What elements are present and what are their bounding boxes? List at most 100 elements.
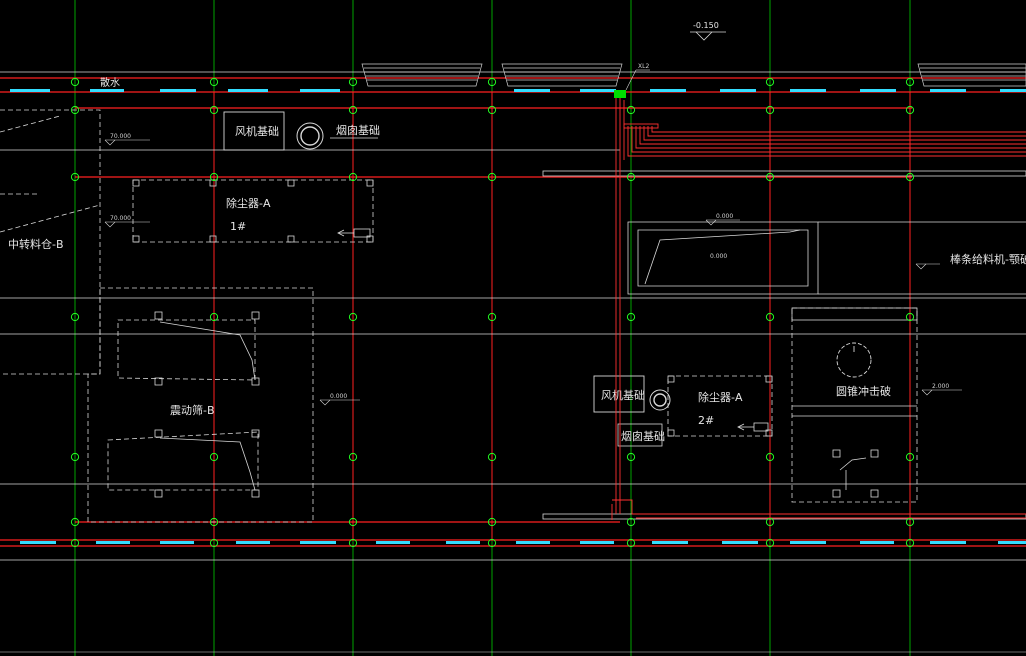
fan-circle-icon: [296, 122, 324, 150]
window-bottom-11: [722, 541, 758, 544]
column-marker-7-5: [905, 452, 915, 462]
drain-label: 散水: [100, 76, 120, 89]
note-2: 70.000: [110, 215, 131, 222]
column-marker-7-2: [905, 105, 915, 115]
fan-circle-icon: [649, 389, 671, 411]
fan-base-1-box: [223, 111, 285, 151]
column-marker-4-3: [487, 172, 497, 182]
window-top-1: [10, 89, 50, 92]
arrow-left-icon: [737, 422, 769, 432]
column-marker-6-3: [765, 172, 775, 182]
window-bottom-6: [376, 541, 410, 544]
window-top-6: [514, 89, 550, 92]
fan-base-1-label: 风机基础: [235, 124, 279, 138]
window-bottom-12: [790, 541, 826, 544]
column-marker-5-3: [626, 172, 636, 182]
column-marker-1-3: [70, 172, 80, 182]
feeder-crusher-outline: [627, 221, 1026, 295]
column-marker-3-6: [348, 517, 358, 527]
column-marker-3-2: [348, 105, 358, 115]
column-marker-2-5: [209, 452, 219, 462]
fan-base-2-box: [593, 375, 645, 413]
column-marker-3-7: [348, 538, 358, 548]
note-3: 0.000: [330, 393, 347, 400]
dust-collector-1-outline: [132, 179, 374, 243]
column-marker-6-2: [765, 105, 775, 115]
column-marker-3-1: [348, 77, 358, 87]
grid-axes: [74, 0, 911, 656]
vibrating-screen-b-label: 震动筛-B: [170, 403, 215, 417]
cone-crusher-circle-icon: [836, 342, 872, 378]
column-marker-6-6: [765, 517, 775, 527]
column-marker-6-4: [765, 312, 775, 322]
window-top-5: [300, 89, 340, 92]
column-marker-3-5: [348, 452, 358, 462]
column-marker-6-5: [765, 452, 775, 462]
elevation-marker-icon: [690, 31, 726, 41]
column-marker-1-1: [70, 77, 80, 87]
column-marker-7-3: [905, 172, 915, 182]
column-markers: [70, 77, 915, 548]
column-marker-5-5: [626, 452, 636, 462]
window-bottom-4: [236, 541, 270, 544]
window-top-10: [790, 89, 826, 92]
column-marker-4-2: [487, 105, 497, 115]
window-top-4: [228, 89, 268, 92]
window-top-9: [720, 89, 756, 92]
column-marker-2-4: [209, 312, 219, 322]
column-marker-1-5: [70, 452, 80, 462]
column-marker-7-7: [905, 538, 915, 548]
column-marker-2-6: [209, 517, 219, 527]
column-marker-1-6: [70, 517, 80, 527]
vibrating-screen-b-outline: [87, 287, 314, 523]
slab-edge-top: [542, 170, 1026, 177]
window-bottom-3: [160, 541, 194, 544]
column-marker-4-7: [487, 538, 497, 548]
dust-collector-1-number: 1#: [230, 220, 246, 233]
riser-tag: [614, 69, 650, 98]
column-marker-1-4: [70, 312, 80, 322]
riser-tag-label: XL2: [638, 63, 649, 70]
chimney-base-2-label: 烟囱基础: [621, 429, 665, 443]
elevation-label: -0.150: [693, 21, 719, 30]
window-bottom-5: [300, 541, 336, 544]
column-marker-5-2: [626, 105, 636, 115]
dust-collector-2-label: 除尘器-A: [698, 390, 743, 404]
window-bottom-8: [516, 541, 550, 544]
note-5: 0.000: [710, 253, 727, 260]
window-bottom-7: [446, 541, 480, 544]
window-top-13: [1000, 89, 1026, 92]
arrow-left-icon: [337, 228, 371, 238]
window-bottom-13: [860, 541, 894, 544]
column-marker-4-1: [487, 77, 497, 87]
note-4: 0.000: [716, 213, 733, 220]
dust-collector-1-label: 除尘器-A: [226, 196, 271, 210]
window-top-3: [160, 89, 196, 92]
window-marks: [10, 89, 1026, 544]
window-top-7: [580, 89, 616, 92]
chimney-base-1-label: 烟囱基础: [336, 123, 380, 137]
small-notes: [104, 139, 962, 406]
window-bottom-1: [20, 541, 56, 544]
window-bottom-9: [580, 541, 614, 544]
silo-b-outline: [0, 109, 101, 375]
window-top-12: [930, 89, 966, 92]
column-marker-6-7: [765, 538, 775, 548]
column-marker-6-1: [765, 77, 775, 87]
roof-vent-2: [501, 63, 623, 87]
window-bottom-15: [998, 541, 1026, 544]
window-top-8: [650, 89, 686, 92]
cone-crusher-outline: [791, 307, 918, 503]
silo-b-label: 中转料仓-B: [8, 237, 64, 251]
window-bottom-10: [652, 541, 688, 544]
cone-crusher-label: 圆锥冲击破: [836, 384, 891, 398]
column-marker-2-2: [209, 105, 219, 115]
column-marker-2-7: [209, 538, 219, 548]
roof-vent-1: [361, 63, 483, 87]
column-marker-5-4: [626, 312, 636, 322]
window-bottom-14: [930, 541, 966, 544]
column-marker-3-3: [348, 172, 358, 182]
chimney-base-2-box: [617, 423, 663, 447]
